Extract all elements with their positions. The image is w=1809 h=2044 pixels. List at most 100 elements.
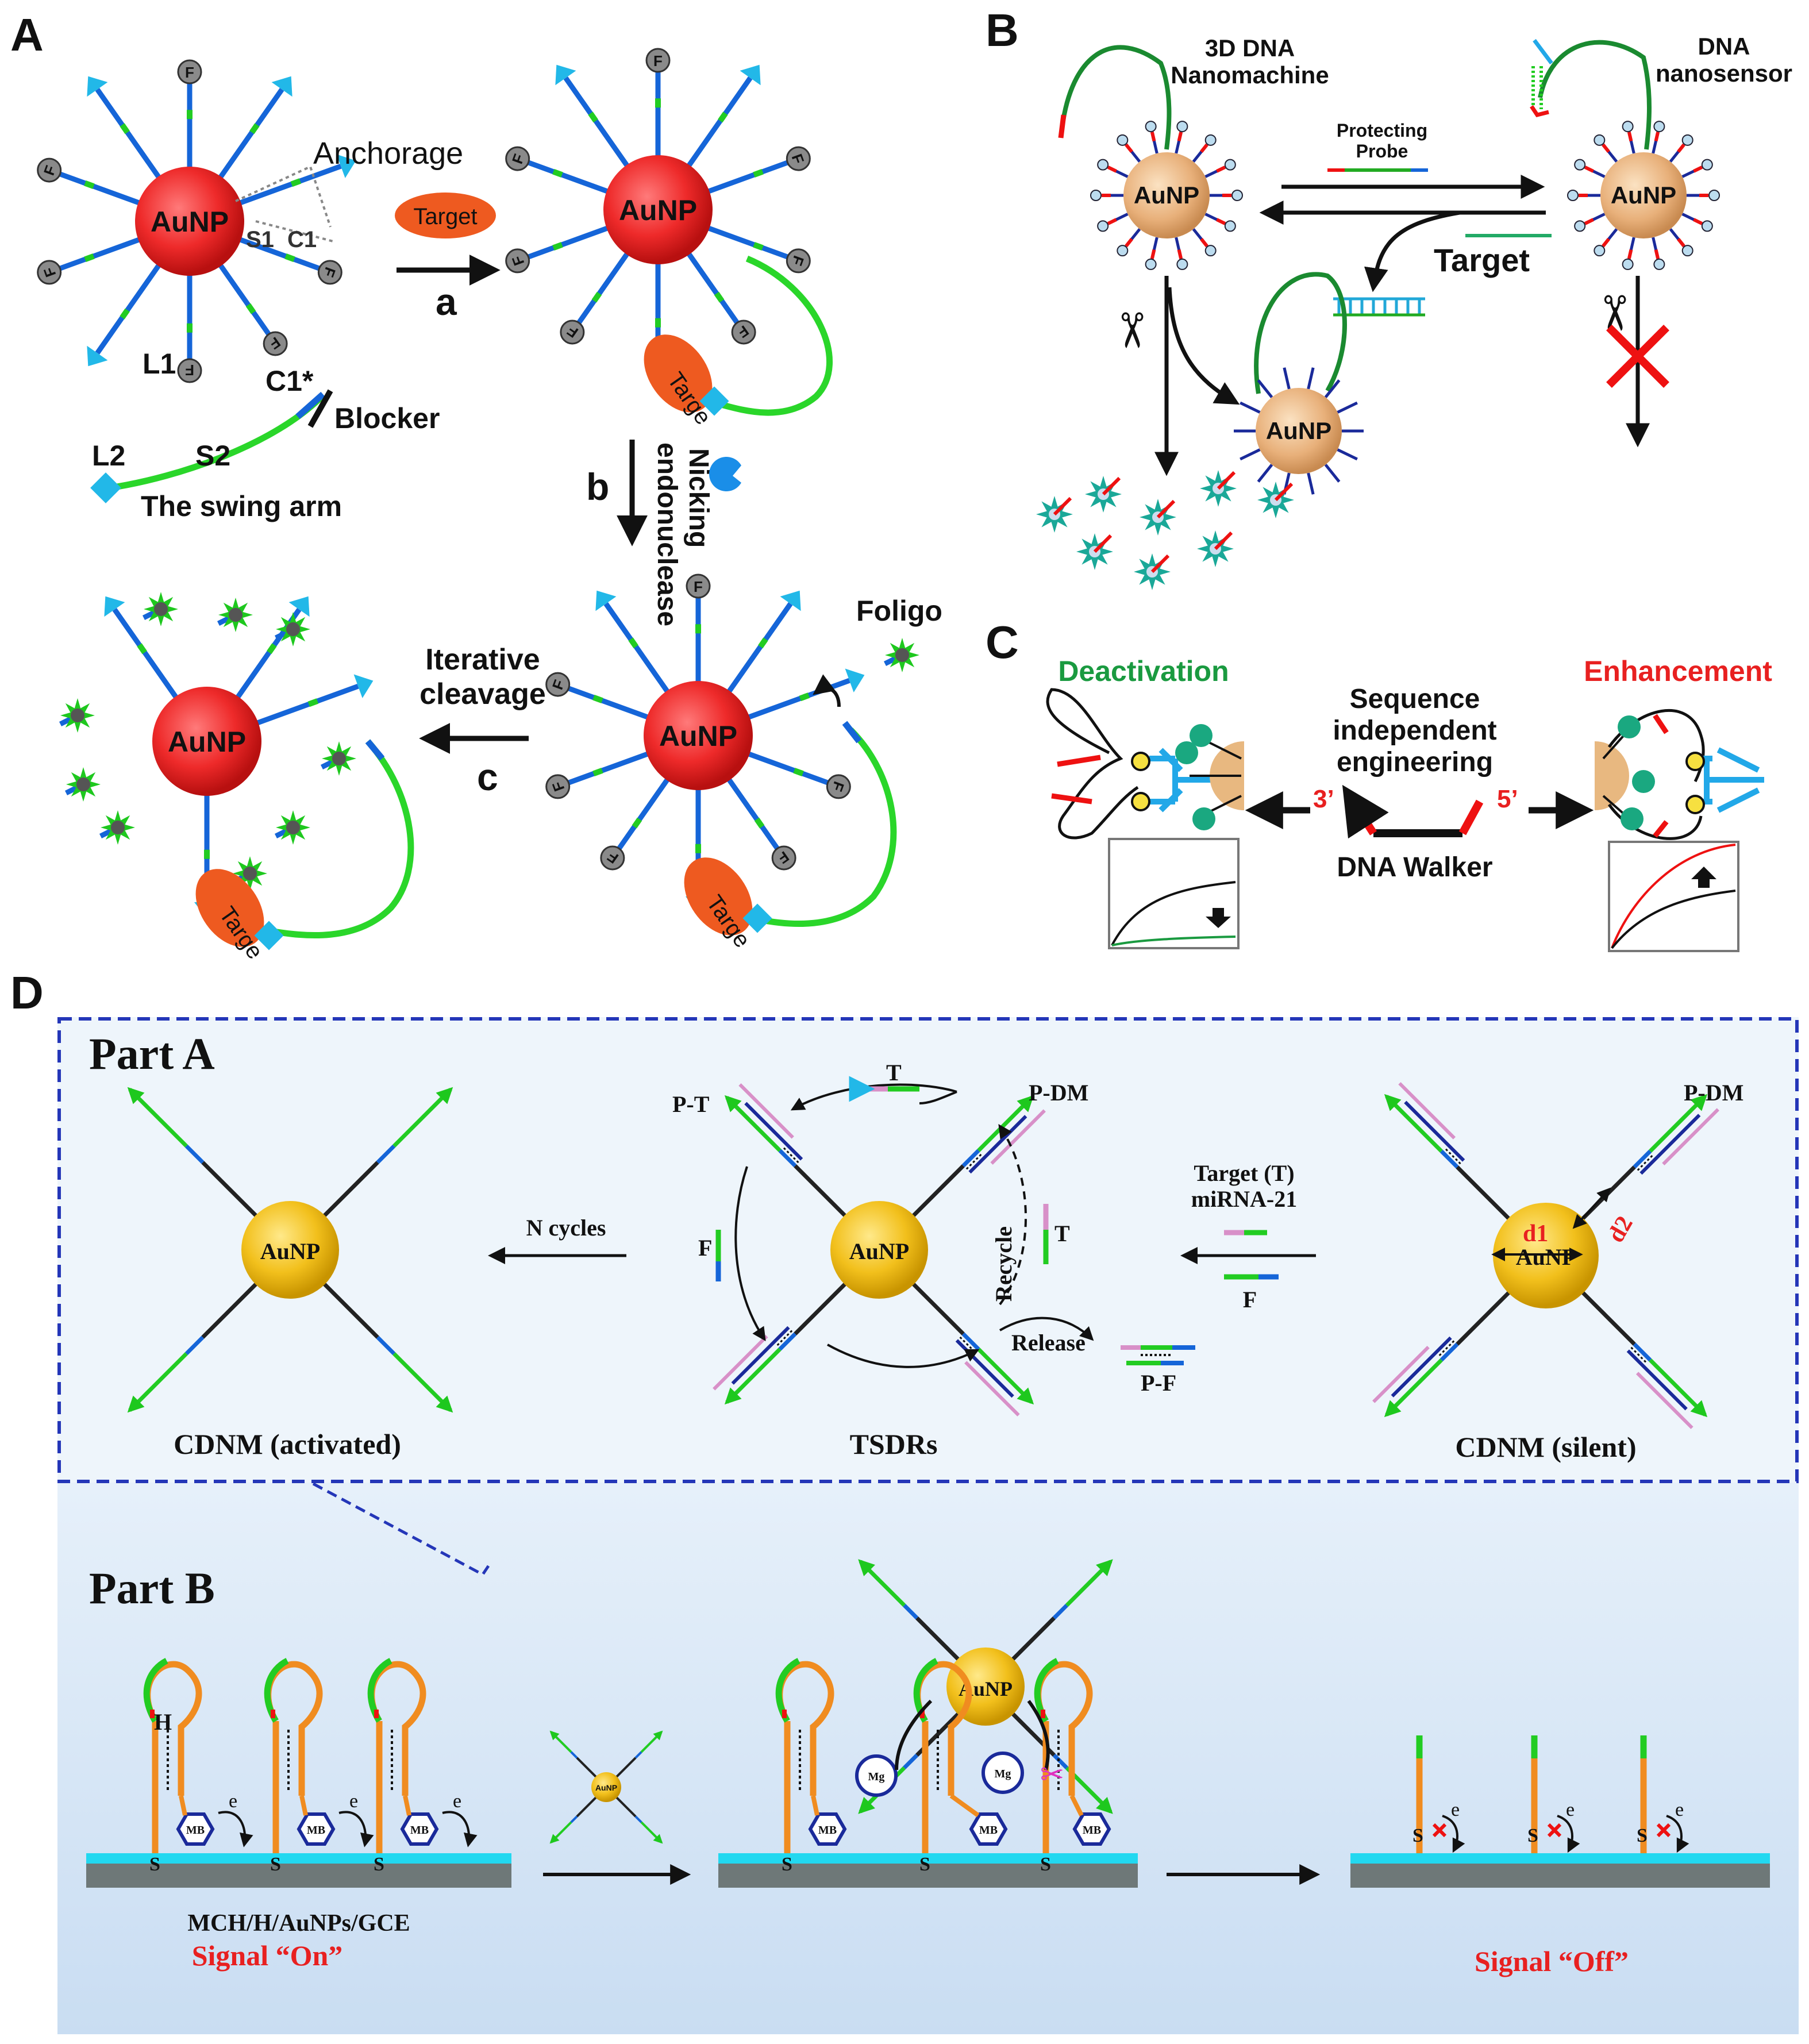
hairpin-tether (403, 1795, 411, 1816)
ray-stem (95, 255, 167, 355)
probe-quencher (1594, 245, 1606, 257)
hairpin-tether (811, 1795, 819, 1816)
probe-quencher (1117, 245, 1129, 257)
nanomachine-red-tip (1058, 114, 1067, 138)
aunp-label: AuNP (260, 1238, 320, 1264)
nicking-label: Nicking (683, 448, 714, 548)
ray-green-segment (84, 253, 95, 262)
duplex-hybrid (959, 1336, 976, 1353)
f-fluorophore (786, 146, 811, 171)
arm-green (392, 1087, 453, 1148)
probe-quencher (1145, 258, 1157, 270)
cleaving-anchor (742, 903, 772, 933)
duplex-pink (1635, 1372, 1693, 1429)
aunp-red (152, 687, 261, 796)
s-label: S (149, 1854, 160, 1875)
arm-linker (320, 1161, 379, 1221)
duplex-pink (1398, 1082, 1456, 1140)
electrode-1-cyan (86, 1853, 511, 1864)
part-b-label: Part B (89, 1563, 215, 1613)
ray-stem (721, 602, 793, 702)
blocked-electron (1432, 1823, 1447, 1838)
aunp-label: AuNP (1134, 182, 1199, 209)
arm-linker (1578, 1288, 1636, 1346)
fluor-core (332, 752, 346, 765)
enh-bead-3 (1621, 807, 1644, 830)
fragment-tail (1102, 476, 1121, 496)
mirna-label: miRNA-21 (1191, 1186, 1297, 1212)
aunp-label: AuNP (1266, 417, 1331, 444)
arm-green (1649, 1094, 1708, 1153)
ray-green-segment (628, 637, 638, 649)
deact-node-2 (1131, 792, 1150, 811)
arm-linker (794, 1279, 850, 1335)
fluor-core (286, 622, 300, 636)
ray-stem (698, 156, 799, 198)
mb-label: MB (307, 1824, 325, 1837)
ray-green-segment (793, 768, 804, 776)
aunp-tan (1256, 388, 1342, 474)
c1-label: C1 (287, 227, 317, 252)
f-fluorophore (826, 774, 851, 799)
part-a-label: Part A (89, 1029, 215, 1079)
cleavage-scissors: ✂ (1040, 1758, 1064, 1791)
enh-node-2 (1685, 795, 1705, 814)
aunp-gold (241, 1201, 339, 1299)
panel-d: D Part A Part B AuNP CDNM (activated) N … (10, 967, 1799, 2034)
electron-arrow (338, 1811, 374, 1847)
aunp-label: AuNP (151, 206, 229, 238)
probe-quencher (1567, 190, 1579, 201)
ray-green-segment (245, 303, 256, 314)
sensor-red-hook (1530, 105, 1549, 117)
ray-stem (738, 748, 840, 790)
deact-graph-down (1206, 908, 1231, 928)
arm-blue (1052, 1604, 1068, 1620)
ray-green-segment (290, 178, 302, 187)
mg-label: Mg (995, 1768, 1011, 1780)
ray-green-segment (137, 643, 147, 655)
ray-green-segment (799, 692, 810, 702)
aunp-gold (591, 1772, 621, 1802)
target-ellipse-bound (644, 334, 713, 413)
mb-label: MB (410, 1824, 429, 1837)
arm-linker (909, 1279, 965, 1335)
mg-label: Mg (868, 1770, 885, 1783)
a-particle-cleaved: AuNP (59, 592, 919, 918)
scissors-left: ✂ (1104, 310, 1158, 351)
arm-blue (778, 1149, 797, 1168)
arrow-curve-left (1167, 287, 1240, 405)
tsdr-cycle-left (734, 1166, 766, 1341)
release-label: Release (1011, 1330, 1086, 1356)
tsdr-cycle-bottom (827, 1344, 980, 1368)
probe-red-tip (1150, 249, 1156, 259)
probe-red-tip (1216, 165, 1226, 173)
probe-red-tip (1150, 132, 1156, 142)
f-label-right: F (1243, 1287, 1257, 1312)
e-label: e (229, 1791, 237, 1812)
blocker-label: Blocker (334, 402, 440, 434)
ray-arrowhead (288, 596, 310, 617)
ray-green-segment (592, 768, 603, 776)
ray-green-segment (267, 643, 277, 655)
target-ellipse-free (395, 193, 496, 238)
arm-linker (1456, 1288, 1514, 1346)
mb-hexagon (969, 1812, 1008, 1846)
duplex-blue (1404, 1100, 1465, 1162)
duplex-hybrid (965, 1153, 983, 1170)
enh-red-2 (1653, 820, 1669, 838)
ray-arrowhead (104, 596, 125, 617)
mb-label: MB (186, 1824, 205, 1837)
tsdrs-label: TSDRs (850, 1428, 938, 1460)
sensor-strand (1538, 40, 1652, 150)
probe-stem (1337, 448, 1358, 461)
probe-red-tip (1200, 237, 1208, 248)
electrode-1-gray (86, 1864, 511, 1888)
arm-linker (576, 1757, 598, 1779)
t-label-vert: T (1054, 1221, 1070, 1246)
cleaved-swing-arm (270, 739, 414, 939)
b-particle-bottom: AuNP (1234, 367, 1364, 495)
sensor-protect-blue (1533, 39, 1553, 65)
aunp-red (603, 155, 713, 264)
